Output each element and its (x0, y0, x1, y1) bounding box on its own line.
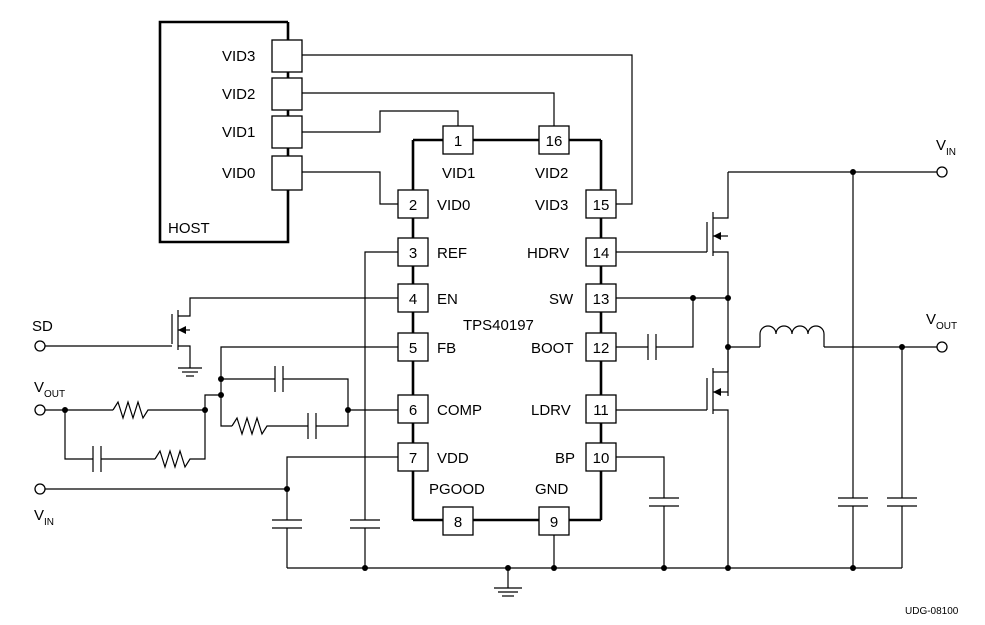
host-port-label: VID3 (222, 48, 255, 65)
vin-label-right: VIN (936, 137, 956, 158)
pin-11 (585, 394, 617, 424)
pin-number: 3 (409, 245, 417, 262)
pin-number: 14 (593, 245, 610, 262)
output-inductor: VOUT (728, 311, 957, 353)
pin-5 (397, 332, 429, 362)
pin-name: HDRV (527, 245, 569, 262)
pin-number: 9 (550, 514, 558, 531)
sd-terminal (34, 340, 46, 352)
vout-terminal-left (34, 404, 46, 416)
pin-number: 5 (409, 340, 417, 357)
ground-icon (494, 587, 522, 597)
figure-id: UDG-08100 (905, 606, 959, 617)
pin-1 (442, 125, 474, 155)
pin-number: 13 (593, 291, 610, 308)
pin-4 (397, 283, 429, 313)
low-side-mosfet (616, 348, 729, 568)
pin-10 (585, 442, 617, 472)
host-port-vid2 (271, 77, 303, 111)
pin-7 (397, 442, 429, 472)
pin-name: COMP (437, 402, 482, 419)
pin-number: 2 (409, 197, 417, 214)
ref-capacitor (350, 251, 398, 568)
pin-13 (585, 283, 617, 313)
sd-label: SD (32, 318, 53, 335)
host-port-vid1 (271, 115, 303, 149)
pin-name: VID0 (437, 197, 470, 214)
vin-rail-right: VIN (728, 137, 956, 178)
ground-rail (287, 535, 902, 588)
vin-terminal-right (936, 166, 948, 178)
vid-bus-wires (302, 54, 633, 205)
ic-pins: 1 16 2 3 4 5 6 7 8 9 10 11 12 13 14 15 (397, 125, 617, 536)
input-capacitor (838, 172, 868, 568)
vout-label-left: VOUT (34, 379, 65, 400)
pin-name: REF (437, 245, 467, 262)
pin-number: 10 (593, 450, 610, 467)
pin-name: EN (437, 291, 458, 308)
compensation-network (202, 346, 398, 439)
pin-6 (397, 394, 429, 424)
host-label: HOST (168, 220, 210, 237)
pin-number: 8 (454, 514, 462, 531)
enable-mosfet: SD (32, 297, 398, 377)
host-port-label: VID2 (222, 86, 255, 103)
pin-16 (538, 125, 570, 155)
pin-8 (442, 506, 474, 536)
pin-number: 12 (593, 340, 610, 357)
host-port-label: VID1 (222, 124, 255, 141)
pin-2 (397, 189, 429, 219)
pin-14 (585, 237, 617, 267)
pin-name: GND (535, 481, 569, 498)
vout-divider: VOUT (34, 379, 206, 472)
vin-terminal-left (34, 483, 46, 495)
pin-number: 15 (593, 197, 610, 214)
host-port-vid0 (271, 155, 303, 191)
pin-name: BOOT (531, 340, 574, 357)
pin-name: PGOOD (429, 481, 485, 498)
pin-name: SW (549, 291, 574, 308)
pin-number: 16 (546, 133, 563, 150)
pin-name: BP (555, 450, 575, 467)
pin-3 (397, 237, 429, 267)
host-port-vid3 (271, 39, 303, 73)
host-block: HOST VID3 VID2 VID1 VID0 (158, 20, 303, 244)
boot-capacitor (616, 298, 694, 360)
pin-number: 4 (409, 291, 417, 308)
host-port-label: VID0 (222, 165, 255, 182)
pin-number: 1 (454, 133, 462, 150)
ic-pin-names: VID1 VID2 VID0 REF EN FB COMP VDD PGOOD … (429, 165, 575, 498)
pin-name: VDD (437, 450, 469, 467)
pin-name: VID3 (535, 197, 568, 214)
ic-part-number: TPS40197 (463, 317, 534, 334)
pin-name: FB (437, 340, 456, 357)
pin-name: VID2 (535, 165, 568, 182)
output-capacitor (887, 347, 917, 568)
vout-terminal-right (936, 341, 948, 353)
pin-number: 11 (593, 402, 609, 419)
pin-number: 7 (409, 450, 417, 467)
vin-label-left: VIN (34, 507, 54, 528)
pin-name: VID1 (442, 165, 475, 182)
vdd-network: VIN (34, 456, 398, 568)
vout-label-right: VOUT (926, 311, 957, 332)
pin-name: LDRV (531, 402, 571, 419)
sw-node (616, 295, 731, 396)
pin-number: 6 (409, 402, 417, 419)
pin-15 (585, 189, 617, 219)
bp-capacitor (616, 456, 679, 568)
high-side-mosfet (616, 172, 729, 296)
